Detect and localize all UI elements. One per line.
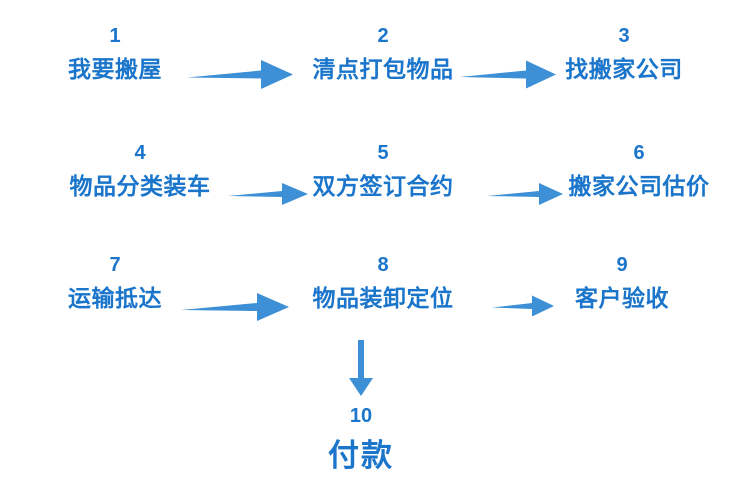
arrow-2-to-3-icon — [460, 58, 556, 92]
node-label: 付款 — [328, 438, 394, 473]
flow-node-8[interactable]: 8 物品装卸定位 — [313, 255, 454, 312]
node-number: 7 — [109, 254, 121, 276]
flow-node-3[interactable]: 3 找搬家公司 — [565, 26, 683, 83]
node-label: 物品分类装车 — [69, 173, 211, 199]
node-label: 客户验收 — [575, 285, 669, 311]
node-label: 清点打包物品 — [312, 56, 454, 82]
node-number: 9 — [616, 254, 628, 276]
node-number: 3 — [618, 25, 630, 47]
arrow-8-to-9-icon — [492, 294, 554, 318]
arrow-5-to-6-icon — [487, 181, 563, 207]
arrow-4-to-5-icon — [228, 181, 308, 207]
flow-node-1[interactable]: 1 我要搬屋 — [68, 26, 162, 83]
flow-node-7[interactable]: 7 运输抵达 — [68, 255, 162, 312]
node-label: 我要搬屋 — [68, 56, 162, 82]
node-label: 搬家公司估价 — [568, 173, 710, 199]
node-label: 双方签订合约 — [312, 173, 454, 199]
flow-node-10[interactable]: 10 付款 — [328, 406, 394, 475]
node-label: 运输抵达 — [68, 285, 162, 311]
node-label: 物品装卸定位 — [312, 285, 454, 311]
flow-node-9[interactable]: 9 客户验收 — [575, 255, 669, 312]
arrow-7-to-8-icon — [181, 291, 289, 323]
node-number: 5 — [377, 142, 389, 164]
node-number: 10 — [349, 405, 373, 427]
node-number: 1 — [109, 25, 121, 47]
flow-node-2[interactable]: 2 清点打包物品 — [313, 26, 454, 83]
flow-node-6[interactable]: 6 搬家公司估价 — [569, 143, 710, 200]
node-number: 6 — [633, 142, 645, 164]
flow-node-4[interactable]: 4 物品分类装车 — [70, 143, 211, 200]
node-number: 4 — [134, 142, 146, 164]
flow-node-5[interactable]: 5 双方签订合约 — [313, 143, 454, 200]
node-number: 8 — [377, 254, 389, 276]
node-label: 找搬家公司 — [565, 56, 683, 82]
arrow-8-to-10-icon — [345, 340, 377, 396]
arrow-1-to-2-icon — [187, 58, 293, 92]
node-number: 2 — [377, 25, 389, 47]
